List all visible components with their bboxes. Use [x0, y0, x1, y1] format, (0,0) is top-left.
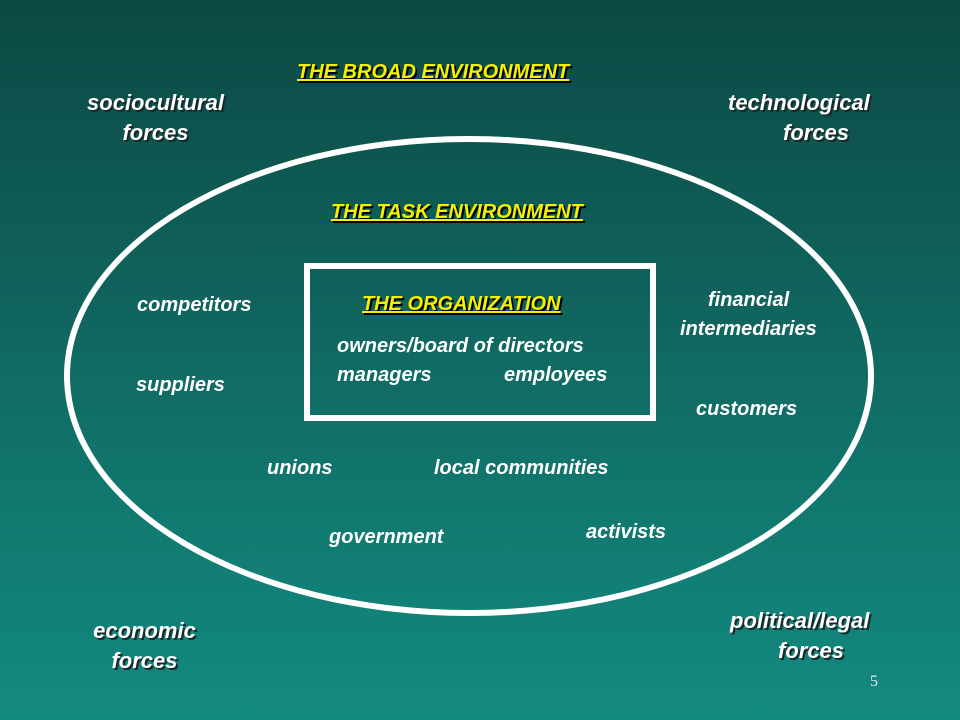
- technological-forces-line2: forces: [783, 120, 850, 145]
- financial-intermediaries-line2: intermediaries: [680, 318, 817, 340]
- political-legal-forces-label: political/legal forces: [730, 606, 910, 666]
- technological-forces-label: technological forces: [728, 88, 908, 148]
- economic-forces-label: economic forces: [82, 616, 207, 676]
- owners-board-label: owners/board of directors: [337, 335, 584, 357]
- activists-label: activists: [586, 521, 667, 543]
- sociocultural-forces-label: sociocultural forces: [78, 88, 233, 148]
- employees-label: employees: [504, 364, 608, 386]
- customers-label: customers: [696, 398, 798, 420]
- sociocultural-forces-line1: sociocultural: [87, 90, 224, 115]
- financial-intermediaries-label: financial intermediaries: [680, 286, 817, 344]
- technological-forces-line1: technological: [728, 90, 870, 115]
- political-legal-forces-line2: forces: [778, 638, 845, 663]
- local-communities-label: local communities: [434, 457, 609, 479]
- page-number: 5: [870, 673, 878, 690]
- sociocultural-forces-line2: forces: [122, 120, 189, 145]
- political-legal-forces-line1: political/legal: [730, 608, 870, 633]
- economic-forces-line1: economic: [93, 618, 196, 643]
- financial-intermediaries-line1: financial: [708, 289, 790, 311]
- task-environment-ellipse: [64, 136, 874, 616]
- task-environment-title: THE TASK ENVIRONMENT: [331, 201, 583, 223]
- organization-title: THE ORGANIZATION: [362, 293, 561, 315]
- organization-box: [304, 263, 656, 421]
- competitors-label: competitors: [137, 294, 252, 316]
- suppliers-label: suppliers: [136, 374, 225, 396]
- unions-label: unions: [267, 457, 333, 479]
- economic-forces-line2: forces: [111, 648, 178, 673]
- government-label: government: [329, 526, 444, 548]
- managers-label: managers: [337, 364, 432, 386]
- broad-environment-title: THE BROAD ENVIRONMENT: [297, 61, 570, 83]
